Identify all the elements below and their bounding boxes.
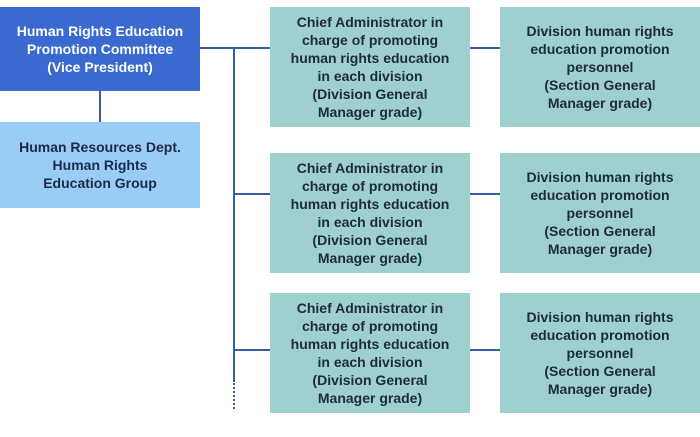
personnel-line: (Section General: [544, 223, 656, 239]
personnel-line: (Section General: [544, 77, 656, 93]
connector-trunk-to-chief-2: [233, 349, 270, 351]
chief-line: Chief Administrator in: [296, 160, 444, 176]
personnel-line: education promotion: [530, 41, 670, 57]
chief-line: charge of promoting: [301, 318, 439, 334]
personnel-line: Division human rights: [526, 23, 674, 39]
chief-line: Manager grade): [317, 104, 423, 120]
chief-line: Manager grade): [317, 250, 423, 266]
committee-line: Human Rights Education: [16, 23, 184, 39]
personnel-line: Division human rights: [526, 169, 674, 185]
personnel-line: Manager grade): [547, 241, 653, 257]
chief-line: Manager grade): [317, 390, 423, 406]
division-personnel-box: Division human rights education promotio…: [500, 153, 700, 273]
chief-line: (Division General: [312, 86, 428, 102]
chief-line: in each division: [317, 354, 423, 370]
personnel-line: Manager grade): [547, 95, 653, 111]
committee-line: Promotion Committee: [26, 41, 174, 57]
chief-line: charge of promoting: [301, 178, 439, 194]
personnel-line: (Section General: [544, 363, 656, 379]
chief-line: Chief Administrator in: [296, 300, 444, 316]
connector-committee-to-hr: [99, 91, 101, 122]
division-personnel-box: Division human rights education promotio…: [500, 293, 700, 413]
chief-administrator-box: Chief Administrator in charge of promoti…: [270, 7, 470, 127]
personnel-line: personnel: [566, 345, 634, 361]
connector-trunk-to-chief-1: [233, 193, 270, 195]
committee-box: Human Rights Education Promotion Committ…: [0, 7, 200, 91]
chief-line: Chief Administrator in: [296, 14, 444, 30]
chief-line: (Division General: [312, 232, 428, 248]
chief-line: human rights education: [290, 196, 450, 212]
hr-dept-box: Human Resources Dept. Human Rights Educa…: [0, 122, 200, 208]
chief-administrator-box: Chief Administrator in charge of promoti…: [270, 293, 470, 413]
personnel-line: personnel: [566, 59, 634, 75]
chief-line: in each division: [317, 214, 423, 230]
connector-trunk: [233, 47, 235, 382]
chief-line: (Division General: [312, 372, 428, 388]
connector-chief-to-personnel-0: [470, 47, 500, 49]
connector-committee-to-trunk: [200, 47, 270, 49]
personnel-line: Division human rights: [526, 309, 674, 325]
connector-trunk-continuation: [233, 383, 235, 409]
hr-dept-line: Education Group: [43, 175, 157, 191]
personnel-line: education promotion: [530, 187, 670, 203]
hr-dept-line: Human Rights: [52, 157, 148, 173]
personnel-line: education promotion: [530, 327, 670, 343]
chief-line: human rights education: [290, 50, 450, 66]
committee-line: (Vice President): [47, 59, 153, 75]
connector-chief-to-personnel-1: [470, 193, 500, 195]
personnel-line: Manager grade): [547, 381, 653, 397]
division-personnel-box: Division human rights education promotio…: [500, 7, 700, 127]
chief-line: in each division: [317, 68, 423, 84]
chief-line: charge of promoting: [301, 32, 439, 48]
hr-dept-line: Human Resources Dept.: [19, 139, 181, 155]
connector-chief-to-personnel-2: [470, 349, 500, 351]
chief-line: human rights education: [290, 336, 450, 352]
personnel-line: personnel: [566, 205, 634, 221]
chief-administrator-box: Chief Administrator in charge of promoti…: [270, 153, 470, 273]
